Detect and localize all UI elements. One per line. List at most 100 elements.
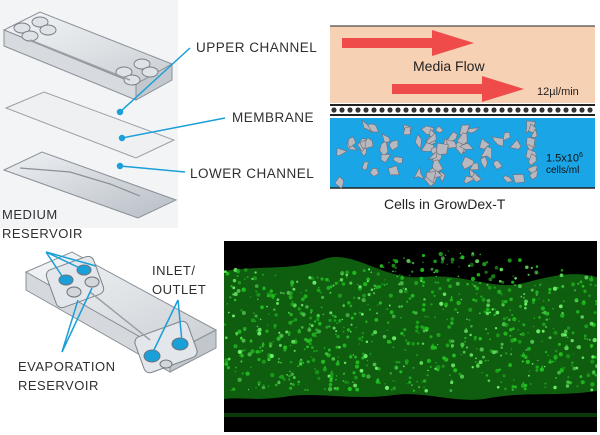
fluorescent-cell [484, 359, 487, 362]
fluorescent-cell [421, 307, 426, 312]
fluorescent-cell [306, 389, 309, 392]
fluorescent-cell [347, 301, 351, 305]
fluorescent-cell [237, 329, 242, 334]
fluorescent-cell [227, 357, 231, 361]
fluorescent-cell [554, 349, 558, 353]
fluorescent-cell [527, 332, 529, 334]
cell [361, 161, 369, 171]
fluorescent-cell [375, 379, 380, 384]
fluorescent-cell [299, 362, 303, 366]
fluorescent-cell [446, 318, 449, 321]
fluorescent-cell [415, 329, 419, 333]
label-medium-reservoir: Medium Reservoir [2, 207, 83, 242]
fluorescent-cell [521, 353, 526, 358]
membrane-pore [467, 107, 473, 113]
fluorescent-cell [388, 261, 390, 264]
fluorescent-cell [274, 383, 278, 387]
fluorescent-cell [442, 292, 447, 297]
fluorescent-cell [559, 273, 564, 278]
fluorescent-cell [518, 258, 522, 262]
fluorescent-cell [544, 382, 547, 385]
fluorescent-cell [224, 323, 227, 326]
membrane-pore [491, 107, 497, 113]
fluorescent-cell [261, 349, 264, 352]
fluorescent-cell [435, 362, 437, 364]
fluorescent-cell [249, 339, 253, 343]
fluorescent-cell [362, 293, 366, 298]
fluorescent-cell [408, 380, 412, 384]
fluorescent-cell [256, 329, 259, 332]
fluorescent-cell [290, 372, 294, 376]
fluorescent-cell [333, 386, 337, 390]
fluorescent-cell [408, 297, 412, 300]
fluorescent-cell [224, 336, 228, 340]
fluorescent-cell [399, 370, 403, 374]
cell-cluster [334, 119, 539, 189]
membrane-pore [499, 107, 505, 113]
fluorescent-cell [524, 306, 527, 310]
fluorescent-cell [575, 366, 579, 370]
fluorescent-cell [576, 310, 580, 314]
fluorescent-cell [365, 320, 368, 323]
fluorescent-cell [510, 348, 513, 350]
fluorescent-cell [444, 305, 447, 308]
fluorescent-cell [324, 352, 328, 356]
membrane-pore [531, 107, 537, 113]
fluorescent-cell [580, 315, 584, 319]
membrane-pore [355, 107, 361, 113]
fluorescent-cell [459, 252, 462, 255]
fluorescent-cell [362, 352, 365, 355]
fluorescent-cell [290, 280, 294, 284]
fluorescent-cell [280, 361, 282, 364]
fluorescent-cell [491, 350, 496, 355]
fluorescent-cell [500, 354, 502, 357]
fluorescent-cell [390, 388, 393, 391]
fluorescent-cell [517, 339, 522, 344]
cell [466, 127, 480, 134]
fluorescent-cell [358, 285, 362, 289]
fluorescent-cell [406, 341, 411, 345]
fluorescent-cell [310, 276, 315, 281]
fluorescent-cell [295, 338, 297, 341]
fluorescent-cell [316, 288, 321, 293]
fluorescent-cell [250, 349, 255, 354]
fluorescent-cell [272, 341, 274, 343]
fluorescent-cell [470, 276, 476, 282]
fluorescent-cell [232, 387, 236, 391]
fluorescent-cell [300, 297, 305, 302]
fluorescent-cell [473, 335, 477, 340]
fluorescent-cell [448, 284, 452, 289]
fluorescent-cell [491, 308, 494, 311]
fluorescent-cell [450, 380, 454, 385]
fluorescent-cell [507, 288, 512, 292]
fluorescent-cell [257, 327, 262, 332]
fluorescent-cell [315, 331, 318, 335]
fluorescent-cell [545, 326, 548, 328]
fluorescent-cell [345, 273, 349, 277]
fluorescent-cell [328, 382, 333, 387]
fluorescent-cell [377, 304, 379, 306]
fluorescent-cell [434, 269, 439, 273]
membrane-pore [555, 107, 561, 113]
fluorescent-cell [345, 313, 350, 318]
fluorescent-cell [576, 345, 582, 350]
fluorescent-cell [394, 270, 397, 273]
label-inlet-outlet: Inlet/ Outlet [152, 263, 206, 298]
membrane-pore [539, 107, 545, 113]
membrane-pore [331, 107, 337, 113]
fluorescent-cell [325, 325, 329, 329]
fluorescent-cell [427, 369, 429, 372]
fluorescence-micrograph [224, 241, 597, 432]
fluorescent-cell [511, 280, 515, 284]
membrane-pore [411, 107, 417, 113]
fluorescent-cell [509, 335, 512, 337]
membrane-pore [571, 107, 577, 113]
fluorescent-cell [258, 350, 262, 354]
fluorescent-cell [539, 283, 542, 286]
fluorescent-cell [249, 296, 252, 298]
fluorescent-cell [370, 288, 374, 292]
fluorescent-cell [458, 293, 460, 295]
fluorescent-cell [429, 335, 433, 339]
fluorescent-cell [237, 281, 242, 285]
fluorescent-cell [418, 332, 420, 335]
